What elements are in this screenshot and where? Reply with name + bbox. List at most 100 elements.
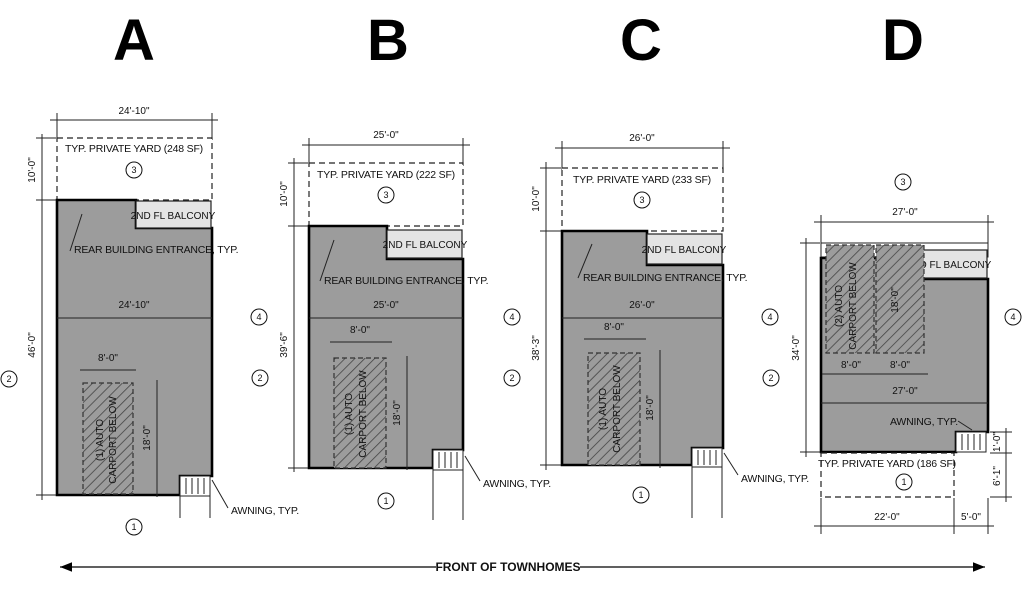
svg-text:1: 1 xyxy=(901,477,906,487)
unit-d-letter: D xyxy=(882,8,924,73)
unit-c-carport-line1: (1) AUTO xyxy=(598,388,609,430)
unit-b-yard-label: TYP. PRIVATE YARD (222 SF) xyxy=(317,169,455,181)
unit-d-awning xyxy=(955,431,987,453)
unit-a-awning xyxy=(179,475,211,497)
unit-b-awning-label: AWNING, TYP. xyxy=(483,478,551,490)
unit-d-bubble-2: 2 xyxy=(762,369,780,387)
unit-d-carport-w1-dim: 8'-0" xyxy=(841,360,861,371)
unit-c-balcony-label: 2ND FL BALCONY xyxy=(642,245,727,256)
unit-b-bubble-2: 2 xyxy=(251,369,269,387)
unit-a-bubble-1: 1 xyxy=(125,518,143,536)
unit-c-bubble-4: 4 xyxy=(761,308,779,326)
unit-a-inner-width-dim: 24'-10" xyxy=(118,300,149,311)
unit-c-awning-label: AWNING, TYP. xyxy=(741,473,809,485)
svg-text:2: 2 xyxy=(509,373,514,383)
unit-a-carport-depth-dim: 18'-0" xyxy=(142,425,153,451)
unit-b-top-width-dim: 25'-0" xyxy=(373,130,399,141)
unit-d-carport-line2: CARPORT BELOW xyxy=(848,262,859,350)
unit-d-balcony-label: 2ND FL BALCONY xyxy=(907,260,992,271)
unit-b-carport-line1: (1) AUTO xyxy=(344,393,355,435)
unit-c-carport-line2: CARPORT BELOW xyxy=(612,365,623,453)
unit-b-balcony xyxy=(386,229,463,259)
unit-d-right-bottom-dim: 6'-1" xyxy=(992,466,1003,486)
svg-text:2: 2 xyxy=(257,373,262,383)
unit-c-top-width-dim: 26'-0" xyxy=(629,133,655,144)
unit-a-carport-line1: (1) AUTO xyxy=(95,419,106,461)
unit-d-bottom-left-dim: 22'-0" xyxy=(874,512,900,523)
unit-a-bubble-3: 3 xyxy=(125,161,143,179)
unit-c-building-depth-dim: 38'-3" xyxy=(531,335,542,361)
unit-d-carport-depth-dim: 18'-0" xyxy=(890,287,901,313)
unit-a-carport-line2: CARPORT BELOW xyxy=(108,396,119,484)
unit-a-yard-label: TYP. PRIVATE YARD (248 SF) xyxy=(65,143,203,155)
unit-d-carport-right xyxy=(875,244,925,354)
unit-d-top-width-dim: 27'-0" xyxy=(892,207,918,218)
svg-text:1: 1 xyxy=(638,490,643,500)
unit-b-awning xyxy=(432,449,464,471)
unit-d-bottom-right-dim: 5'-0" xyxy=(961,512,981,523)
unit-a-carport xyxy=(82,382,134,495)
unit-a-top-width-dim: 24'-10" xyxy=(118,106,149,117)
unit-a-awning-label: AWNING, TYP. xyxy=(231,505,299,517)
svg-text:1: 1 xyxy=(131,522,136,532)
unit-a-balcony-label: 2ND FL BALCONY xyxy=(131,211,216,222)
svg-text:2: 2 xyxy=(6,374,11,384)
unit-b-carport-width-dim: 8'-0" xyxy=(350,325,370,336)
unit-d-carport-left xyxy=(825,244,875,354)
svg-text:2: 2 xyxy=(768,373,773,383)
unit-c-letter: C xyxy=(620,8,662,73)
unit-d-bubble-4: 4 xyxy=(1004,308,1022,326)
unit-a: A 24'-10" TYP. PRIVATE YARD (248 SF) 2ND… xyxy=(0,8,299,536)
unit-a-yard-depth-dim: 10'-0" xyxy=(27,157,38,183)
unit-b-bubble-3: 3 xyxy=(377,186,395,204)
unit-b-letter: B xyxy=(367,8,409,73)
unit-d-carport-line1: (2) AUTO xyxy=(834,285,845,327)
unit-c-inner-width-dim: 26'-0" xyxy=(629,300,655,311)
unit-c-bubble-3: 3 xyxy=(633,191,651,209)
unit-d-right-top-dim: 1'-0" xyxy=(992,432,1003,452)
svg-text:4: 4 xyxy=(1010,312,1015,322)
unit-b-bubble-1: 1 xyxy=(377,492,395,510)
unit-b: B 25'-0" TYP. PRIVATE YARD (222 SF) 2ND … xyxy=(251,8,551,520)
svg-text:3: 3 xyxy=(639,195,644,205)
unit-d-yard-label: TYP. PRIVATE YARD (186 SF) xyxy=(818,458,956,470)
svg-text:1: 1 xyxy=(383,496,388,506)
unit-b-balcony-label: 2ND FL BALCONY xyxy=(383,240,468,251)
unit-b-yard-depth-dim: 10'-0" xyxy=(279,181,290,207)
unit-c-bubble-2: 2 xyxy=(503,369,521,387)
front-of-townhomes-indicator: FRONT OF TOWNHOMES xyxy=(60,560,985,574)
unit-b-carport-line2: CARPORT BELOW xyxy=(358,370,369,458)
svg-text:4: 4 xyxy=(509,312,514,322)
svg-text:3: 3 xyxy=(900,177,905,187)
unit-b-private-yard xyxy=(308,162,464,227)
unit-b-building-depth-dim: 39'-6" xyxy=(279,332,290,358)
unit-c-bubble-1: 1 xyxy=(632,486,650,504)
unit-a-bubble-2: 2 xyxy=(0,370,18,388)
unit-c-yard-depth-dim: 10'-0" xyxy=(531,186,542,212)
svg-text:4: 4 xyxy=(256,312,261,322)
unit-b-carport xyxy=(333,357,387,469)
unit-c-awning xyxy=(691,447,723,468)
unit-c-entrance-label: REAR BUILDING ENTRANCE, TYP. xyxy=(583,272,747,284)
unit-d: D 3 27'-0" 2ND FL BALCONY (2) AUTO CARPO… xyxy=(762,8,1022,534)
unit-a-letter: A xyxy=(113,8,155,73)
unit-c-carport xyxy=(587,352,641,466)
unit-c-carport-width-dim: 8'-0" xyxy=(604,322,624,333)
unit-b-bubble-4: 4 xyxy=(503,308,521,326)
unit-a-entrance-label: REAR BUILDING ENTRANCE, TYP. xyxy=(74,244,238,256)
unit-d-building-depth-dim: 34'-0" xyxy=(791,335,802,361)
unit-b-entrance-label: REAR BUILDING ENTRANCE, TYP. xyxy=(324,275,488,287)
front-of-townhomes-label: FRONT OF TOWNHOMES xyxy=(435,560,580,574)
svg-text:3: 3 xyxy=(131,165,136,175)
unit-d-awning-label: AWNING, TYP. xyxy=(890,416,958,428)
unit-c-balcony xyxy=(646,233,723,265)
unit-c-building xyxy=(560,229,725,467)
unit-c-yard-label: TYP. PRIVATE YARD (233 SF) xyxy=(573,174,711,186)
unit-c-carport-depth-dim: 18'-0" xyxy=(645,395,656,421)
unit-a-bubble-4: 4 xyxy=(250,308,268,326)
unit-d-bubble-1: 1 xyxy=(895,473,913,491)
unit-d-bubble-3: 3 xyxy=(894,173,912,191)
svg-text:4: 4 xyxy=(767,312,772,322)
unit-a-carport-width-dim: 8'-0" xyxy=(98,353,118,364)
